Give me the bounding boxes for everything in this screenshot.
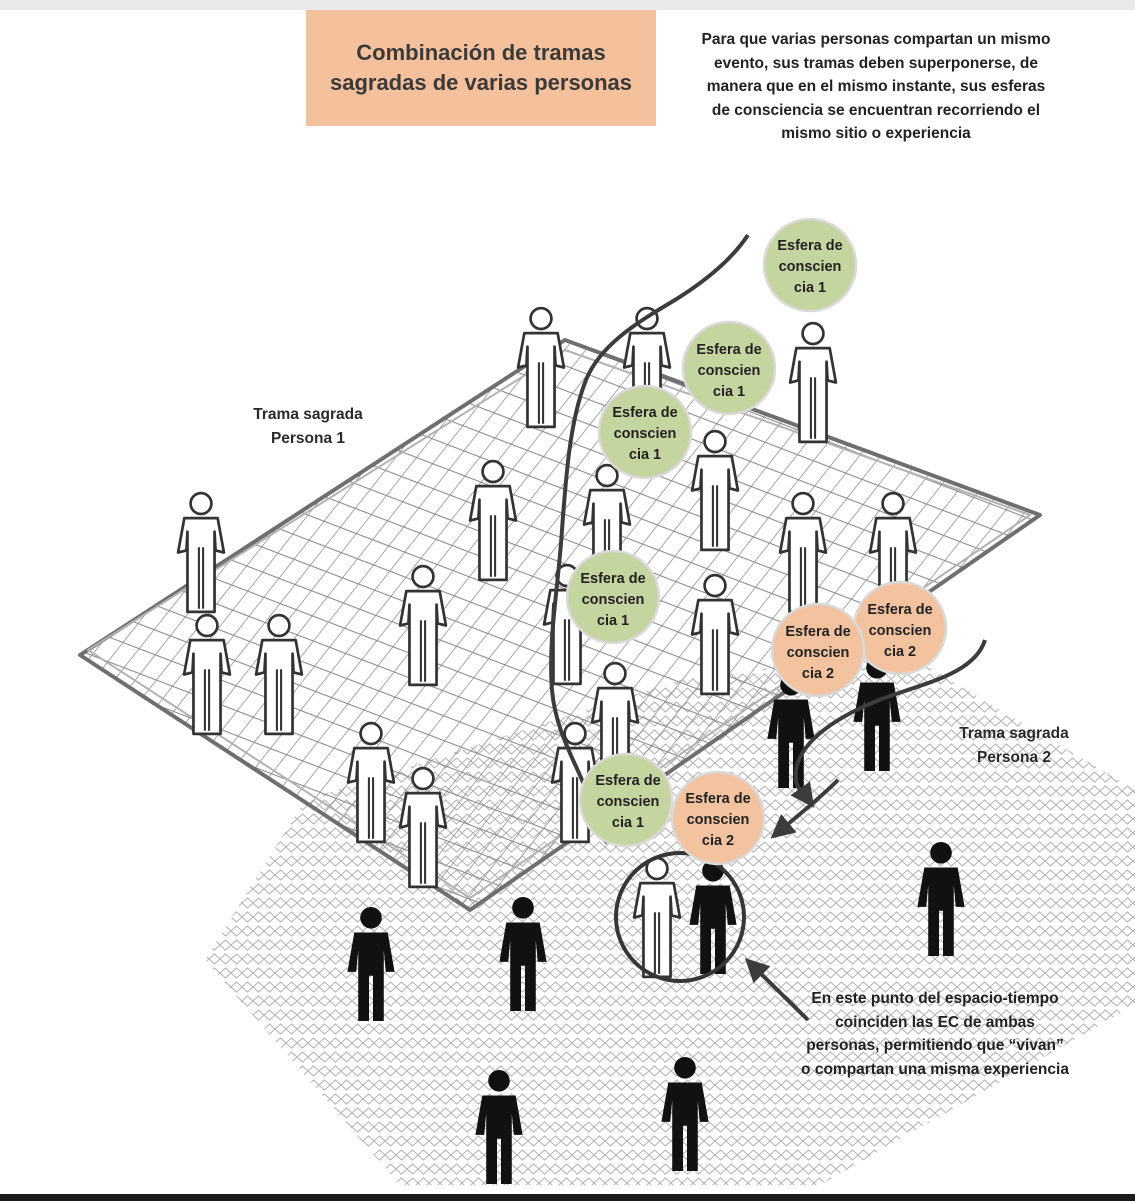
sphere-label: conscien xyxy=(687,812,750,828)
sphere-ec1: Esfera de conscien cia 1 xyxy=(762,217,858,313)
trama-1-label: Trama sagrada Persona 1 xyxy=(253,406,363,447)
sphere-label: cia 1 xyxy=(794,280,826,296)
sphere-label: Esfera de xyxy=(685,791,750,807)
sphere-label: Esfera de xyxy=(867,602,932,618)
sphere-2-path-arm xyxy=(770,778,840,839)
coincidence-note: En este punto del espacio-tiempo coincid… xyxy=(801,990,1069,1078)
sphere-label: conscien xyxy=(597,794,660,810)
sphere-ec1: Esfera de conscien cia 1 xyxy=(578,752,674,848)
sphere-ec2: Esfera de conscien cia 2 xyxy=(770,602,866,698)
sphere-label: Esfera de xyxy=(785,624,850,640)
trama-2-label: Trama sagrada Persona 2 xyxy=(959,725,1069,766)
sphere-label: cia 1 xyxy=(713,384,745,400)
sphere-ec1: Esfera de conscien cia 1 xyxy=(565,549,661,645)
description-text: Para que varias personas compartan un mi… xyxy=(701,31,1051,142)
sphere-label: conscien xyxy=(582,592,645,608)
sphere-label: conscien xyxy=(869,623,932,639)
sphere-label: cia 2 xyxy=(802,666,834,682)
sphere-ec1: Esfera de conscien cia 1 xyxy=(681,320,777,416)
sphere-label: cia 2 xyxy=(884,644,916,660)
sphere-label: conscien xyxy=(779,259,842,275)
sphere-ec1: Esfera de conscien cia 1 xyxy=(597,384,693,480)
sphere-label: Esfera de xyxy=(580,571,645,587)
diagram-title: Combinación de tramas sagradas de varias… xyxy=(329,40,633,95)
sphere-label: cia 1 xyxy=(629,447,661,463)
sphere-label: Esfera de xyxy=(612,405,677,421)
sphere-label: cia 2 xyxy=(702,833,734,849)
title-box: Combinación de tramas sagradas de varias… xyxy=(306,10,656,126)
sphere-label: Esfera de xyxy=(777,238,842,254)
sphere-label: conscien xyxy=(787,645,850,661)
sphere-2-path xyxy=(790,639,987,808)
coincidence-circle xyxy=(614,851,746,983)
sphere-1-path xyxy=(549,233,750,845)
top-edge xyxy=(0,0,1135,10)
sphere-ec2: Esfera de conscien cia 2 xyxy=(852,580,948,676)
pointer-arrow xyxy=(744,957,810,1022)
sphere-label: Esfera de xyxy=(696,342,761,358)
trama-1-mesh-frame xyxy=(87,349,1031,899)
sphere-label: conscien xyxy=(698,363,761,379)
bottom-edge xyxy=(0,1194,1135,1201)
sphere-ec2: Esfera de conscien cia 2 xyxy=(670,770,766,866)
sphere-label: cia 1 xyxy=(597,613,629,629)
sphere-label: Esfera de xyxy=(595,773,660,789)
sphere-label: conscien xyxy=(614,426,677,442)
sphere-label: cia 1 xyxy=(612,815,644,831)
